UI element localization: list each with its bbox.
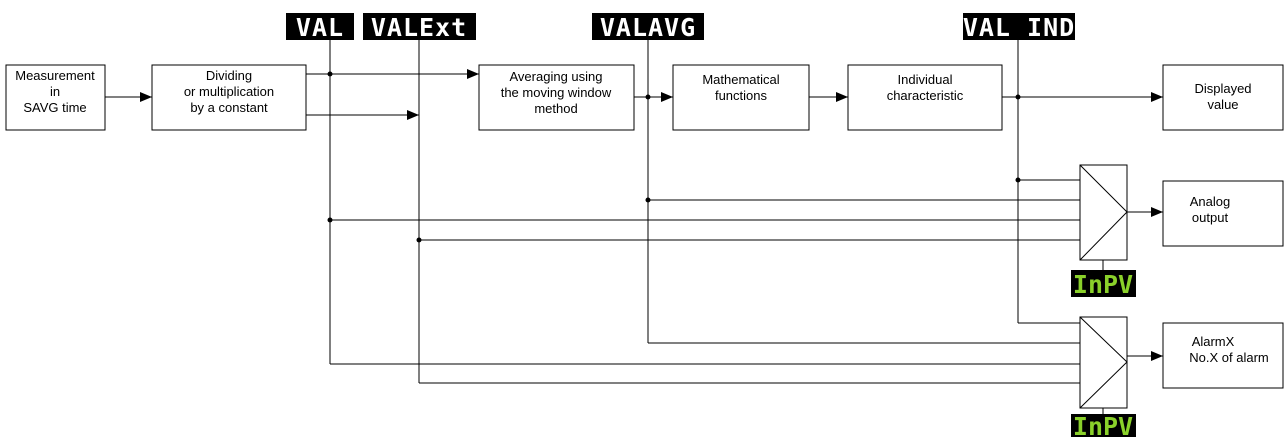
display-val-text: VAL bbox=[296, 13, 344, 42]
dividing-block: Dividing or multiplication by a constant bbox=[151, 64, 307, 131]
individual-characteristic-block: Individual characteristic bbox=[847, 64, 1003, 131]
display-val-avg-text: VALAVG bbox=[600, 13, 696, 42]
individual-label-1: Individual bbox=[898, 72, 953, 87]
inpv-display-alarm: InPV bbox=[1071, 408, 1136, 437]
measurement-label-2: in bbox=[50, 84, 60, 99]
dividing-label-1: Dividing bbox=[206, 68, 252, 83]
analog-label-1: Analog bbox=[1190, 194, 1230, 209]
displayed-label-1: Displayed bbox=[1194, 81, 1251, 96]
averaging-block: Averaging using the moving window method bbox=[478, 64, 635, 131]
dividing-label-3: by a constant bbox=[190, 100, 268, 115]
display-val-ind: VAL IND bbox=[963, 13, 1075, 42]
analog-output-block: Analog output bbox=[1162, 180, 1284, 247]
averaging-label-3: method bbox=[534, 101, 577, 116]
alarm-block: AlarmX No.X of alarm bbox=[1162, 322, 1284, 389]
displayed-label-2: value bbox=[1207, 97, 1238, 112]
display-val-ext-text: VALExt bbox=[371, 13, 467, 42]
measurement-block: Measurement in SAVG time bbox=[5, 64, 106, 131]
measurement-label-1: Measurement bbox=[15, 68, 95, 83]
averaging-label-2: the moving window bbox=[501, 85, 612, 100]
display-val: VAL bbox=[286, 13, 354, 42]
val-ind-bus bbox=[1015, 40, 1080, 324]
analog-selector bbox=[1079, 164, 1128, 261]
math-label-1: Mathematical bbox=[702, 72, 779, 87]
displayed-value-block: Displayed value bbox=[1162, 64, 1284, 131]
averaging-label-1: Averaging using bbox=[510, 69, 603, 84]
analog-label-2: output bbox=[1192, 210, 1229, 225]
display-val-avg: VALAVG bbox=[592, 13, 704, 42]
math-label-2: functions bbox=[715, 88, 768, 103]
val-avg-bus bbox=[645, 40, 1080, 344]
val-bus bbox=[327, 40, 1080, 365]
math-functions-block: Mathematical functions bbox=[672, 64, 810, 131]
inpv-alarm-text: InPV bbox=[1073, 412, 1133, 437]
display-val-ind-text: VAL IND bbox=[963, 13, 1075, 42]
display-val-ext: VALExt bbox=[363, 13, 476, 42]
inpv-analog-text: InPV bbox=[1073, 270, 1133, 299]
individual-label-2: characteristic bbox=[887, 88, 964, 103]
measurement-label-3: SAVG time bbox=[23, 100, 86, 115]
alarm-label-1: AlarmX bbox=[1192, 334, 1235, 349]
inpv-display-analog: InPV bbox=[1071, 260, 1136, 299]
dividing-label-2: or multiplication bbox=[184, 84, 274, 99]
val-ext-bus bbox=[416, 40, 1080, 384]
alarm-label-2: No.X of alarm bbox=[1189, 350, 1268, 365]
alarm-selector bbox=[1079, 316, 1128, 409]
